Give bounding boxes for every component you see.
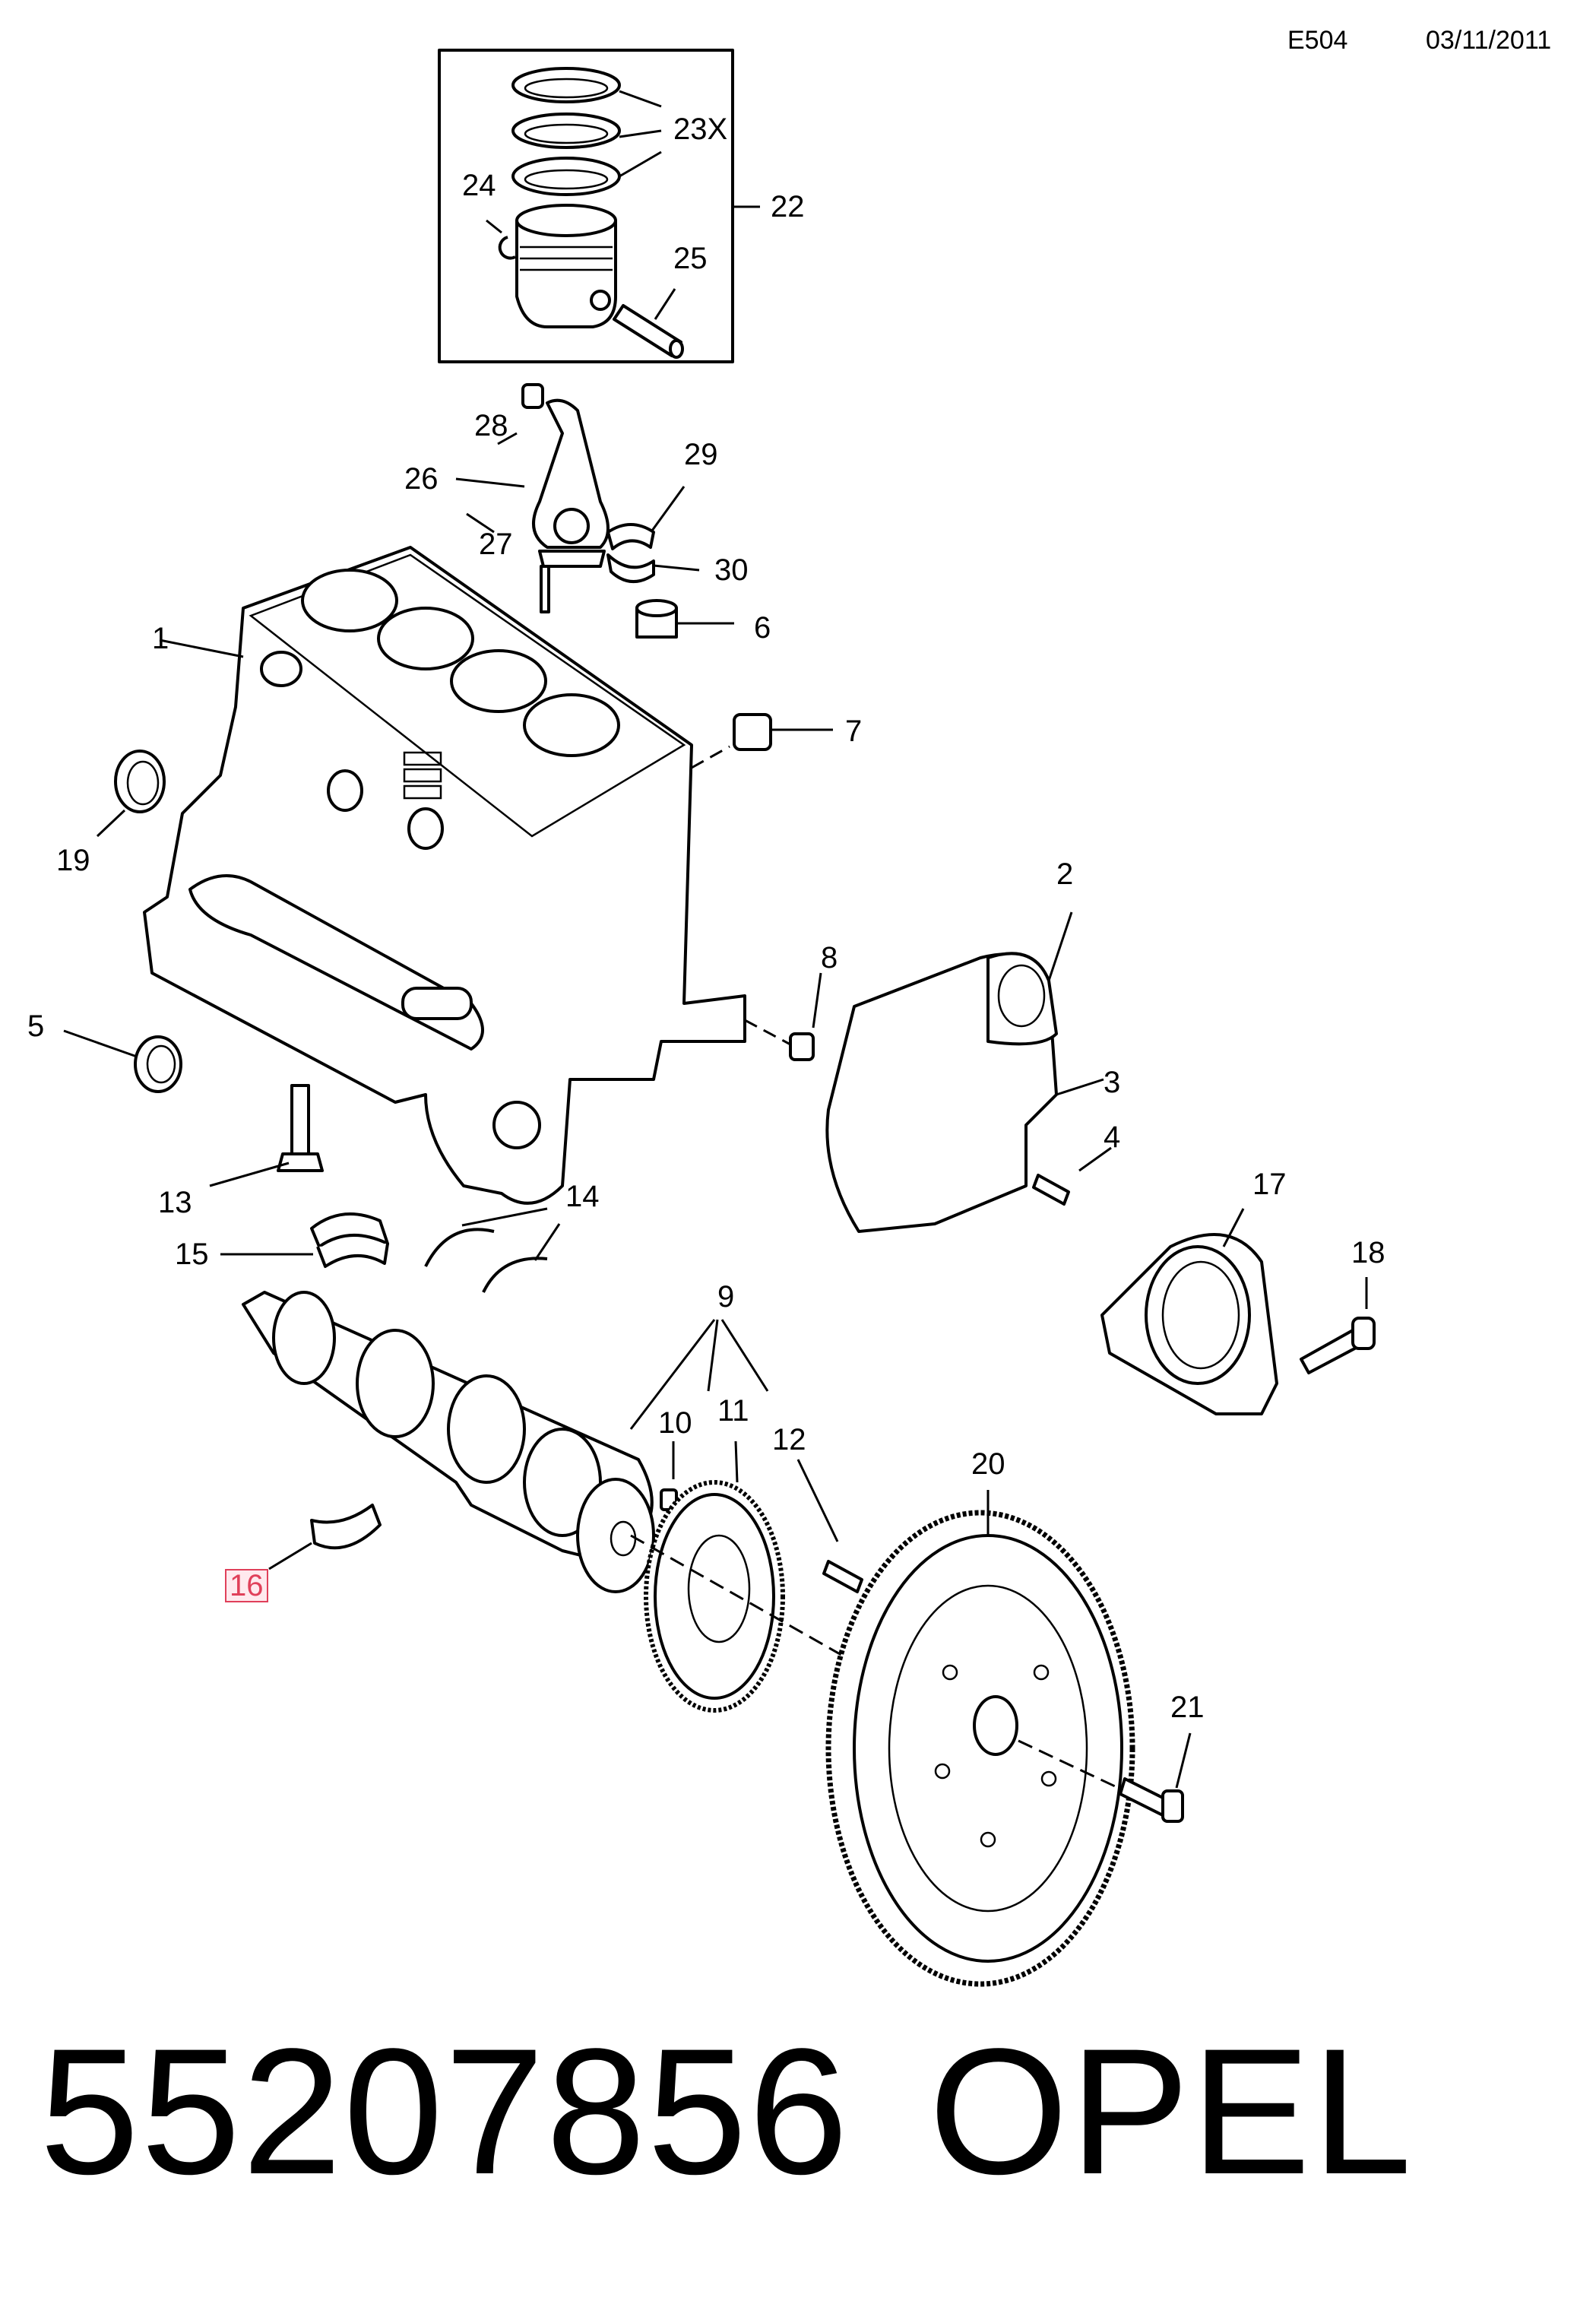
flexplate-11 — [630, 1480, 860, 1713]
rod-bearing-shells — [606, 486, 700, 584]
callout-27[interactable]: 27 — [479, 528, 513, 561]
callout-20[interactable]: 20 — [971, 1447, 1005, 1481]
callout-25[interactable]: 25 — [673, 242, 708, 275]
bolt-21 — [1119, 1732, 1192, 1823]
main-bearing-shells — [220, 1207, 561, 1293]
piston-pin — [613, 304, 684, 359]
callout-26[interactable]: 26 — [404, 462, 439, 496]
callout-17[interactable]: 17 — [1252, 1168, 1287, 1201]
bushing-6 — [635, 599, 734, 639]
bearing-shell-16 — [268, 1504, 382, 1570]
callout-21[interactable]: 21 — [1170, 1691, 1205, 1724]
callout-28[interactable]: 28 — [474, 409, 508, 442]
connecting-rod — [455, 383, 610, 613]
piston-kit-group — [438, 49, 760, 363]
callout-2[interactable]: 2 — [1056, 857, 1074, 891]
dowel-pin-10 — [660, 1488, 678, 1511]
bolt-18 — [1300, 1277, 1376, 1374]
callout-5[interactable]: 5 — [27, 1009, 45, 1043]
callout-1[interactable]: 1 — [152, 622, 169, 655]
brand-name: OPEL — [929, 2011, 1414, 2212]
bolt-12 — [822, 1560, 863, 1593]
callout-13[interactable]: 13 — [158, 1186, 192, 1219]
plug-7 — [691, 713, 833, 769]
callout-18[interactable]: 18 — [1351, 1236, 1385, 1269]
piston-rings — [511, 67, 621, 196]
crankshaft — [242, 1291, 655, 1593]
callout-leaders-9-12 — [629, 1319, 839, 1542]
callout-6[interactable]: 6 — [754, 611, 771, 645]
callout-4[interactable]: 4 — [1104, 1120, 1121, 1154]
bolt-13 — [209, 1084, 324, 1187]
callout-9[interactable]: 9 — [717, 1280, 735, 1314]
callout-11[interactable]: 11 — [717, 1394, 749, 1428]
callout-29[interactable]: 29 — [684, 438, 718, 471]
callout-3[interactable]: 3 — [1104, 1066, 1121, 1099]
callout-30[interactable]: 30 — [714, 553, 749, 587]
part-number: 55207856 — [40, 2011, 850, 2212]
dowel-8 — [744, 972, 822, 1061]
callout-15[interactable]: 15 — [175, 1238, 209, 1271]
callout-23x[interactable]: 23X — [673, 113, 728, 146]
callout-14[interactable]: 14 — [565, 1180, 600, 1213]
diagram-code: E504 — [1287, 26, 1348, 55]
callout-16[interactable]: 16 — [225, 1569, 268, 1602]
snap-ring — [498, 236, 516, 260]
diagram-date: 03/11/2011 — [1426, 26, 1552, 55]
callout-7[interactable]: 7 — [845, 715, 863, 748]
callout-19[interactable]: 19 — [56, 844, 90, 877]
engine-block — [143, 546, 746, 1205]
callout-10[interactable]: 10 — [658, 1406, 692, 1440]
callout-24[interactable]: 24 — [462, 169, 496, 202]
piston — [515, 204, 617, 328]
callout-22[interactable]: 22 — [771, 190, 805, 223]
callout-12[interactable]: 12 — [772, 1423, 806, 1456]
flywheel-20 — [825, 1490, 1135, 1987]
seal-19 — [96, 750, 166, 838]
seal-housing-17 — [1100, 1208, 1278, 1415]
adapter-plate-3 — [825, 911, 1104, 1233]
bushing-5 — [63, 1029, 182, 1093]
callout-8[interactable]: 8 — [821, 941, 838, 975]
bolt-4 — [1032, 1146, 1112, 1206]
